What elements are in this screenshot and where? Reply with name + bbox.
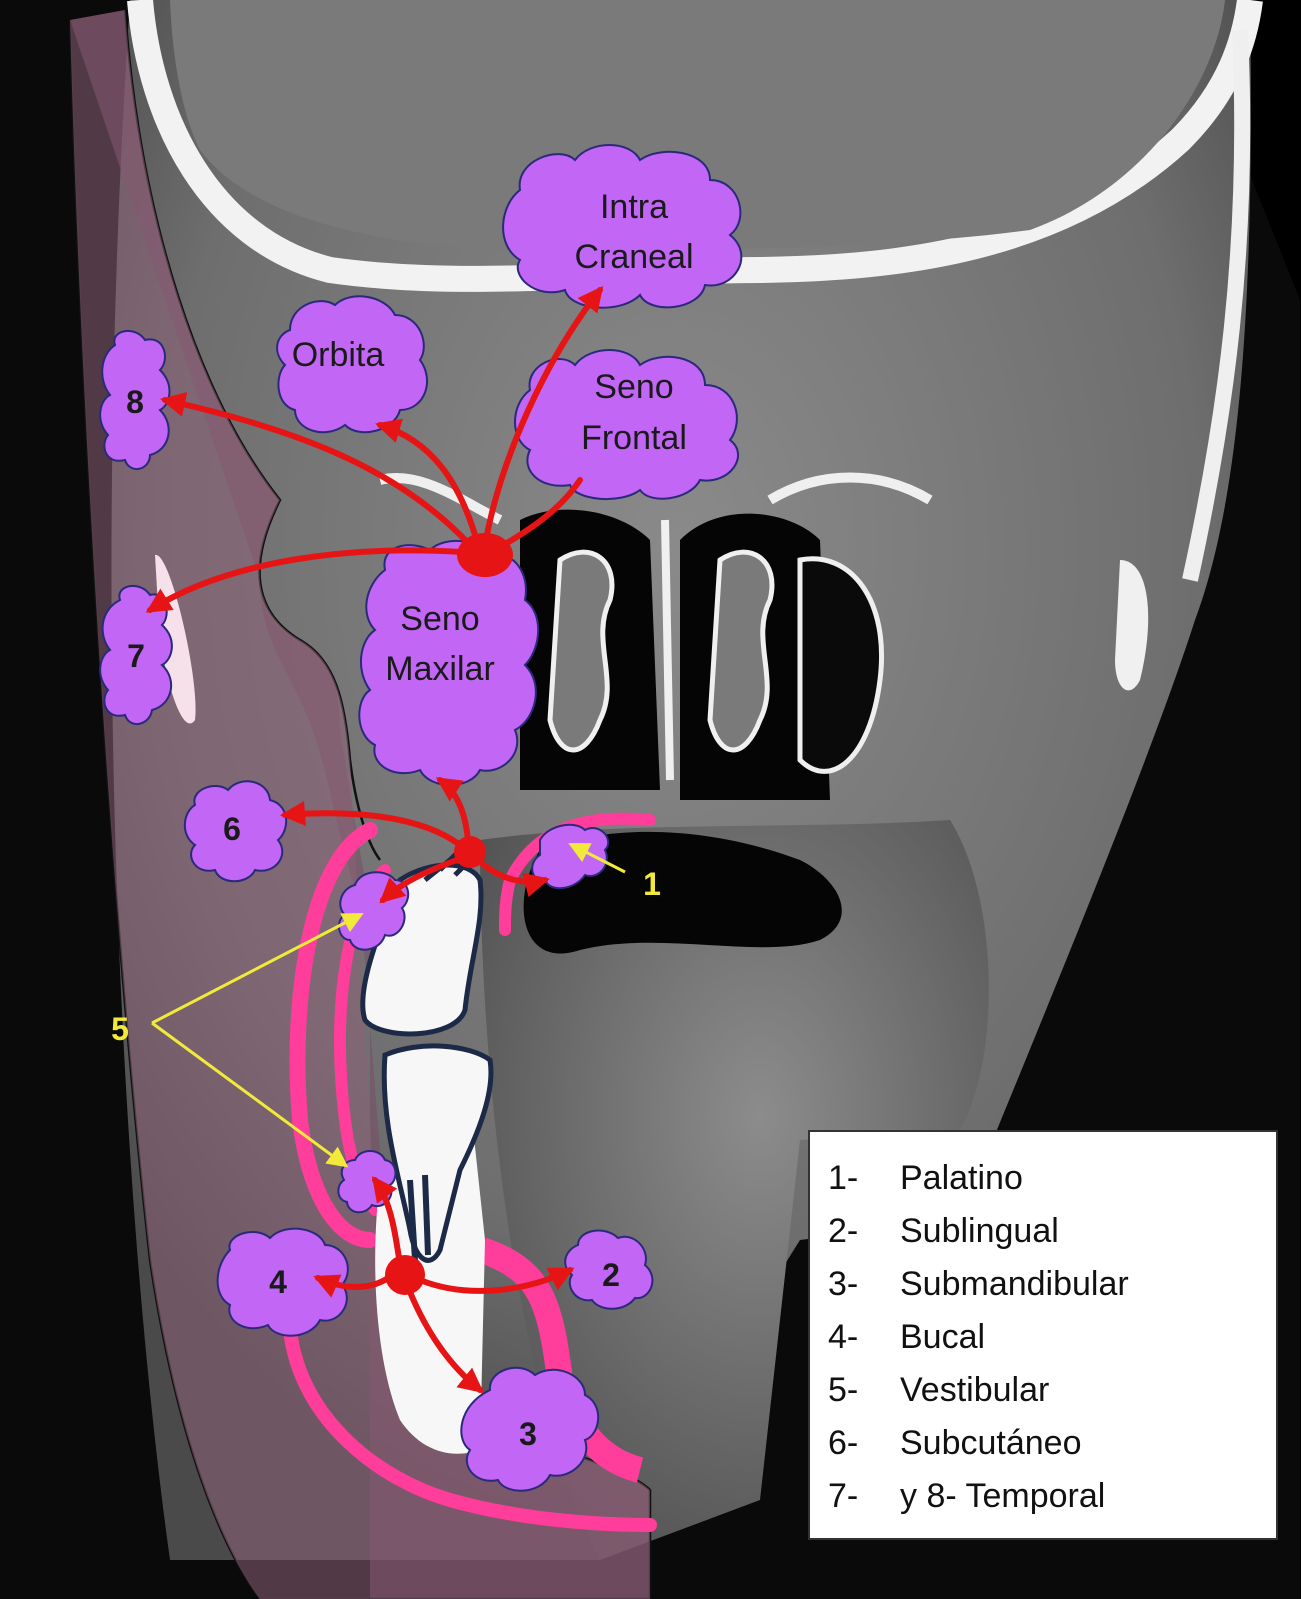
legend-row: 4- Bucal xyxy=(828,1311,1276,1364)
legend-label: Vestibular xyxy=(900,1371,1049,1410)
legend-row: 1- Palatino xyxy=(828,1152,1276,1205)
cloud-2-label: 2 xyxy=(602,1257,620,1293)
cloud-seno-maxilar-line2: Maxilar xyxy=(385,650,495,688)
legend-num: 5- xyxy=(828,1371,900,1410)
legend-num: 7- xyxy=(828,1477,900,1516)
nasal-septum xyxy=(665,520,670,780)
legend-label: Bucal xyxy=(900,1318,985,1357)
legend-row: 7- y 8- Temporal xyxy=(828,1470,1276,1523)
marker-5-label: 5 xyxy=(111,1011,129,1047)
cloud-4-label: 4 xyxy=(269,1264,287,1300)
cloud-seno-frontal-line2: Frontal xyxy=(581,419,687,457)
lower-origin-point xyxy=(385,1255,425,1295)
legend-row: 3- Submandibular xyxy=(828,1258,1276,1311)
legend-row: 2- Sublingual xyxy=(828,1205,1276,1258)
legend-num: 1- xyxy=(828,1159,900,1198)
cloud-intracraneal-line1: Intra xyxy=(600,188,668,226)
legend-row: 5- Vestibular xyxy=(828,1364,1276,1417)
marker-1-label: 1 xyxy=(643,866,661,902)
legend-num: 6- xyxy=(828,1424,900,1463)
legend-num: 2- xyxy=(828,1212,900,1251)
legend-num: 4- xyxy=(828,1318,900,1357)
legend-label: Sublingual xyxy=(900,1212,1059,1251)
cloud-seno-frontal-line1: Seno xyxy=(594,368,673,406)
legend-box: 1- Palatino 2- Sublingual 3- Submandibul… xyxy=(808,1130,1278,1540)
cloud-intracraneal-line2: Craneal xyxy=(574,238,693,276)
legend-label: Subcutáneo xyxy=(900,1424,1082,1463)
cloud-6-label: 6 xyxy=(223,811,241,847)
legend-row: 6- Subcutáneo xyxy=(828,1417,1276,1470)
legend-label: y 8- Temporal xyxy=(900,1477,1105,1516)
cloud-intracraneal xyxy=(503,145,741,308)
cloud-3-label: 3 xyxy=(519,1416,537,1452)
cloud-7-label: 7 xyxy=(127,638,145,674)
legend-label: Submandibular xyxy=(900,1265,1129,1304)
cloud-orbita-label: Orbita xyxy=(292,336,385,374)
legend-num: 3- xyxy=(828,1265,900,1304)
legend-label: Palatino xyxy=(900,1159,1023,1198)
cloud-8-label: 8 xyxy=(126,384,144,420)
cloud-seno-maxilar-line1: Seno xyxy=(400,600,479,638)
